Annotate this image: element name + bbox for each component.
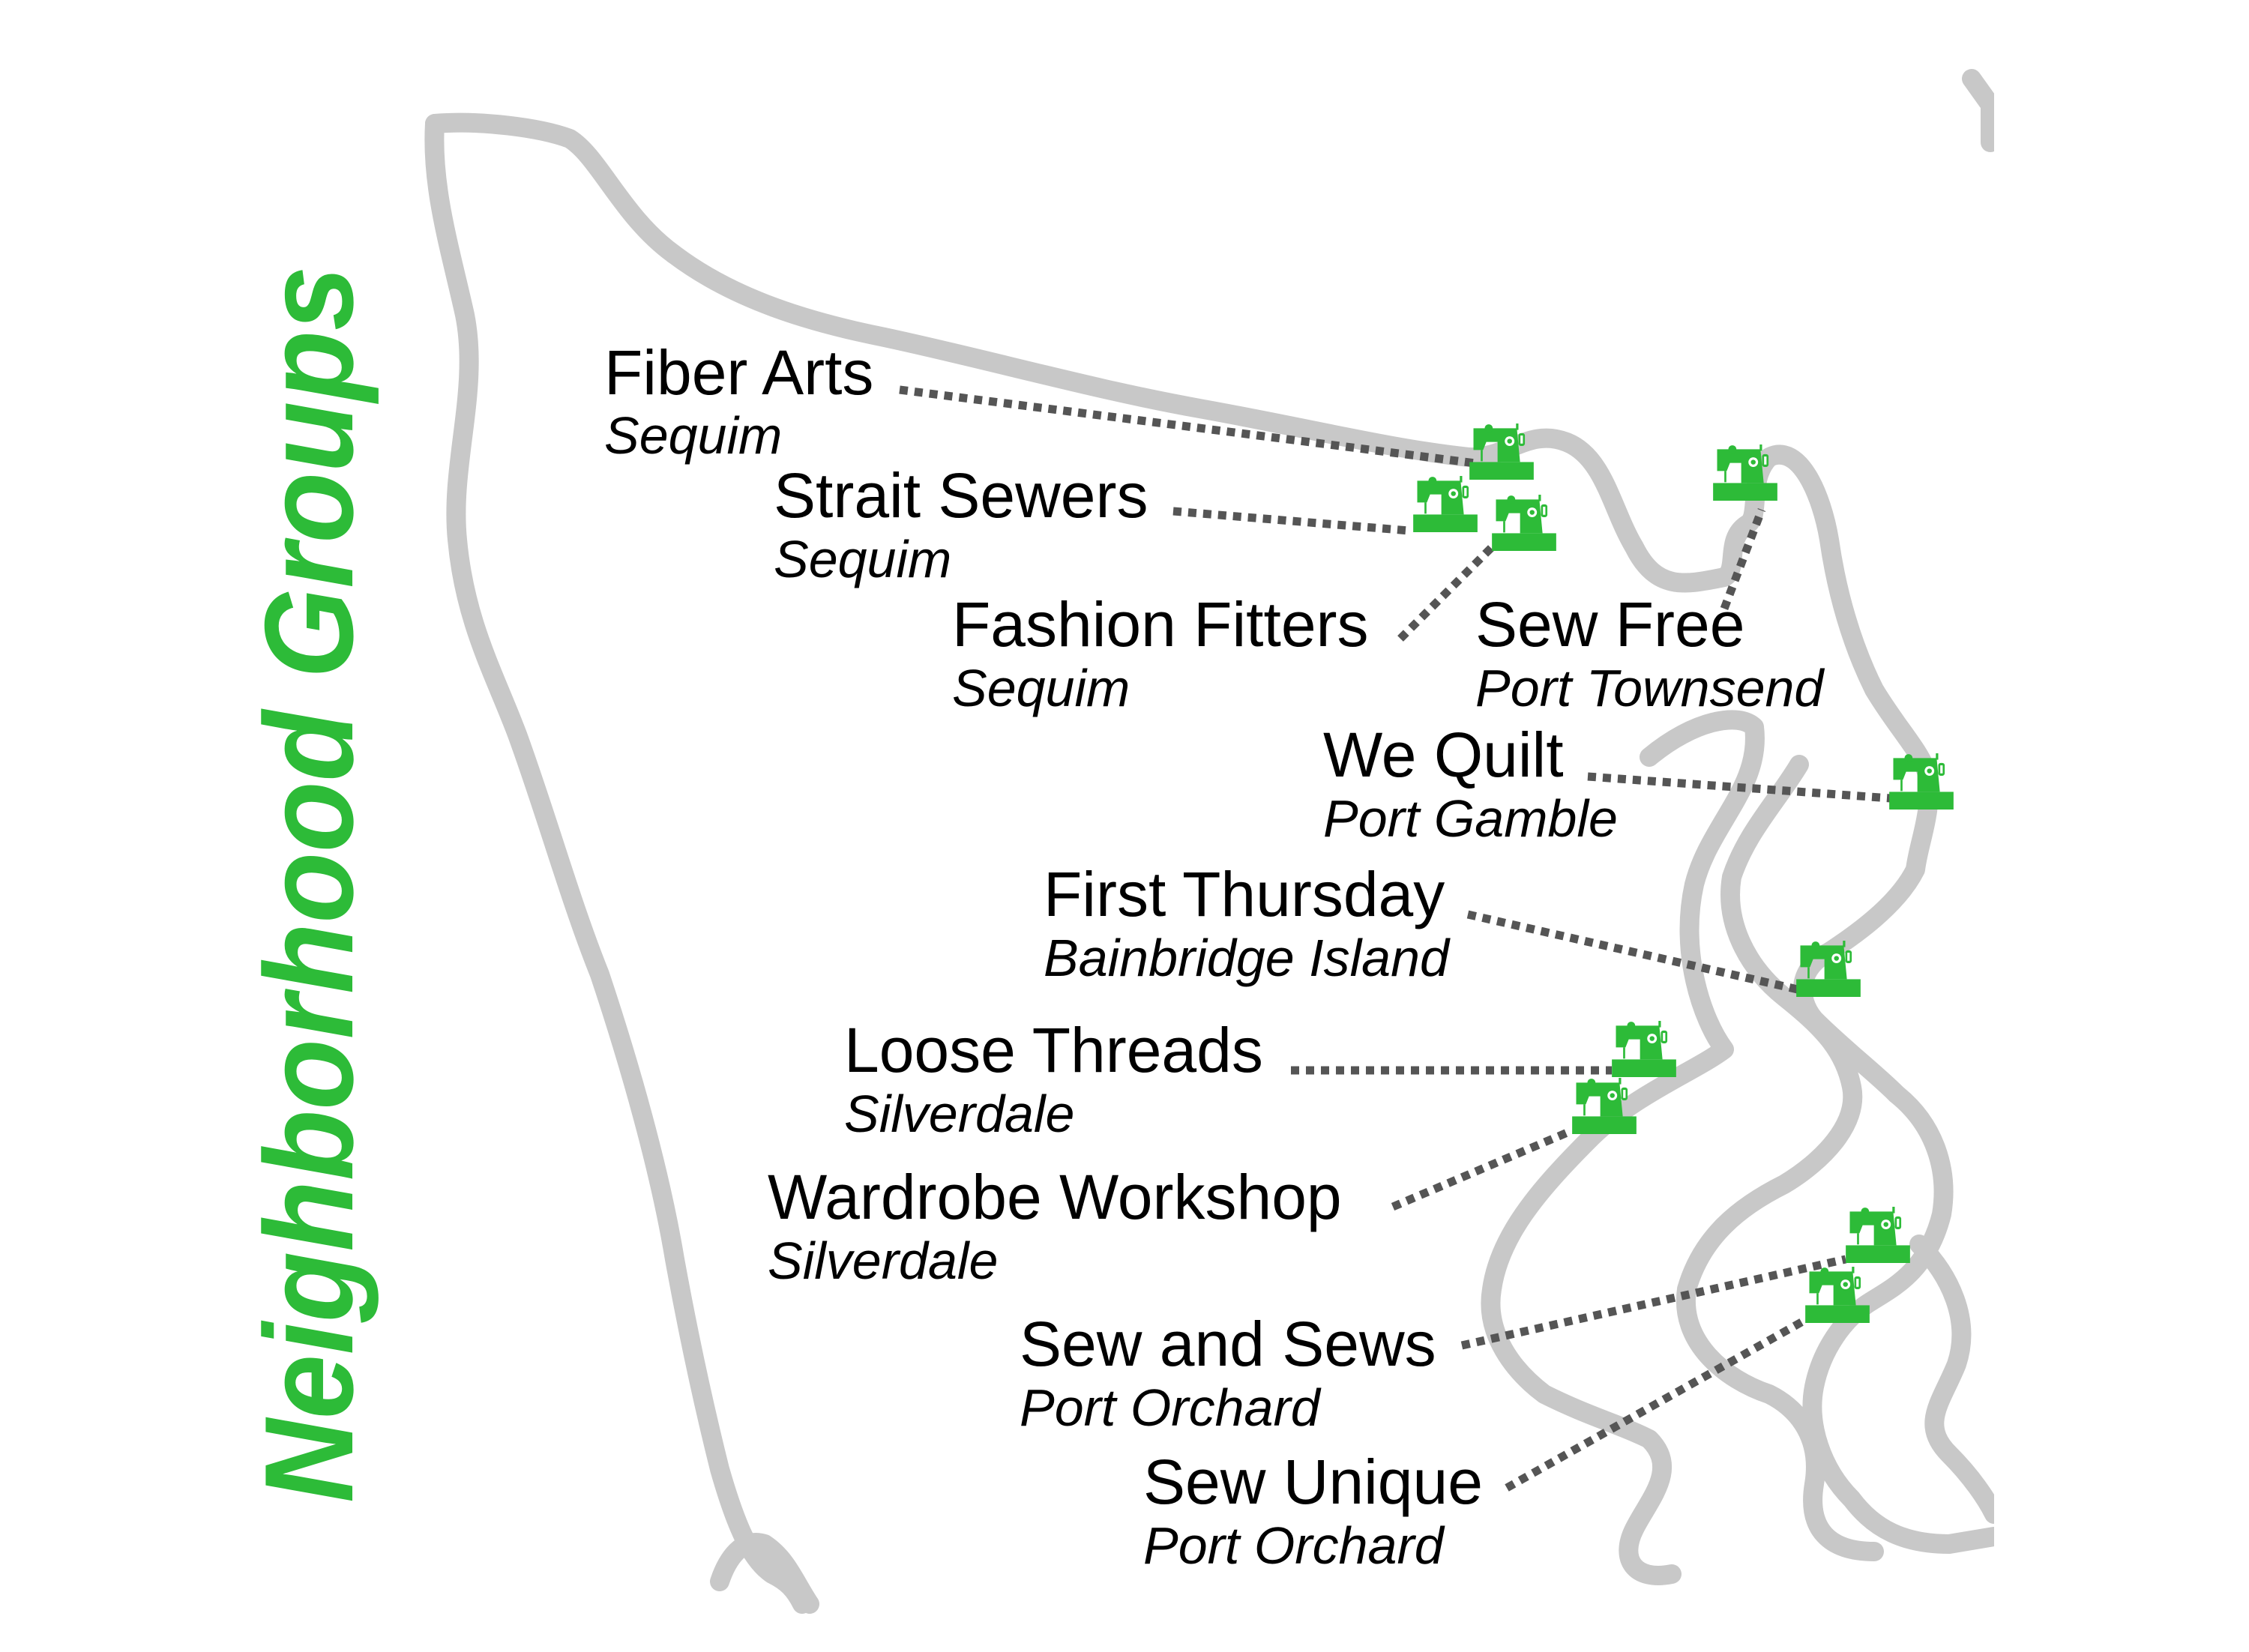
leader-wardrobe-workshop — [1391, 1127, 1571, 1211]
peninsula-outline-coast — [424, 114, 812, 1614]
sewing-machine-icon[interactable] — [1889, 753, 1954, 810]
group-city: Port Gamble — [1323, 789, 1618, 848]
lower-left-outline — [710, 1533, 819, 1614]
group-label: We Quilt Port Gamble — [1323, 720, 1618, 848]
group-city: Bainbridge Island — [1044, 929, 1451, 987]
group-name[interactable]: Sew and Sews — [1020, 1309, 1436, 1379]
group-name[interactable]: Fashion Fitters — [952, 589, 1369, 660]
leader-sew-and-sews — [1460, 1255, 1847, 1350]
leader-sew-free — [1720, 508, 1766, 610]
group-city: Port Orchard — [1143, 1516, 1445, 1575]
group-name[interactable]: Sew Free — [1475, 589, 1744, 660]
group-name[interactable]: Fiber Arts — [604, 337, 873, 408]
group-city: Silverdale — [844, 1085, 1074, 1143]
leader-fiber-arts — [899, 385, 1476, 468]
group-label: Fashion Fitters Sequim — [952, 589, 1369, 717]
leader-lines — [899, 385, 1891, 1492]
group-city: Sequim — [952, 659, 1130, 717]
peninsula-outline-west — [425, 112, 1994, 1554]
group-city: Sequim — [604, 406, 782, 465]
group-label: Sew Unique Port Orchard — [1143, 1447, 1483, 1575]
group-label: Loose Threads Silverdale — [844, 1015, 1263, 1143]
sound-outline — [1909, 1235, 1994, 1524]
leader-strait-sewers — [1172, 507, 1410, 535]
peninsula-outline — [424, 69, 1994, 1614]
group-city: Port Orchard — [1020, 1378, 1322, 1437]
leader-we-quilt — [1587, 772, 1891, 803]
group-name[interactable]: Strait Sewers — [774, 460, 1148, 531]
group-name[interactable]: We Quilt — [1323, 720, 1564, 790]
group-name[interactable]: Sew Unique — [1143, 1447, 1483, 1517]
group-city: Sequim — [774, 530, 951, 588]
group-name[interactable]: Wardrobe Workshop — [768, 1162, 1342, 1232]
group-label: First Thursday Bainbridge Island — [1044, 859, 1451, 987]
sewing-machine-icon[interactable] — [1846, 1207, 1910, 1263]
group-label: Strait Sewers Sequim — [774, 460, 1148, 588]
leader-fashion-fitters — [1397, 544, 1495, 642]
group-label: Wardrobe Workshop Silverdale — [768, 1162, 1342, 1290]
leader-first-thursday — [1466, 910, 1799, 994]
group-city: Port Townsend — [1475, 659, 1825, 717]
group-label: Sew Free Port Townsend — [1475, 589, 1825, 717]
group-label: Fiber Arts Sequim — [604, 337, 873, 465]
markers — [1413, 423, 1954, 1323]
group-label: Sew and Sews Port Orchard — [1020, 1309, 1436, 1437]
sewing-machine-icon[interactable] — [1612, 1021, 1676, 1077]
kitsap-inner-outline — [1676, 755, 1884, 1561]
top-right-fragment — [1962, 69, 1994, 152]
sewing-machine-icon[interactable] — [1413, 476, 1478, 532]
hood-canal-outline — [1481, 710, 1765, 1585]
group-city: Silverdale — [768, 1232, 998, 1290]
group-name[interactable]: First Thursday — [1044, 859, 1445, 929]
group-name[interactable]: Loose Threads — [844, 1015, 1263, 1085]
sewing-machine-icon[interactable] — [1492, 495, 1556, 551]
leader-sew-unique — [1505, 1315, 1809, 1492]
sewing-machine-icon[interactable] — [1805, 1267, 1870, 1323]
page-title: Neighborhood Groups — [238, 266, 379, 1503]
